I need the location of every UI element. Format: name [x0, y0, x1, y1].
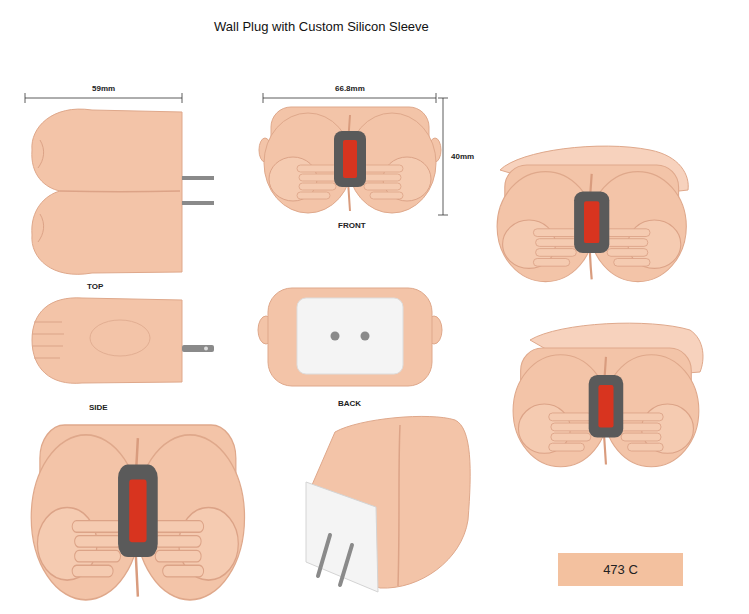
top-view-part [60, 190, 180, 192]
pantone-code: 473 C [603, 562, 638, 577]
back-view-part [268, 288, 432, 386]
top-view [32, 109, 214, 274]
perspective-view-bottom-left-part [31, 425, 244, 600]
dimension-lines [25, 93, 448, 215]
top-view-part [38, 140, 44, 242]
dimension-label: 40mm [451, 152, 474, 161]
top-view-part [32, 109, 182, 274]
perspective-view-bottom-left [31, 425, 244, 600]
side-view-part [90, 320, 150, 356]
dimension-lines-part [263, 93, 436, 103]
view-label: FRONT [338, 221, 366, 230]
back-view [258, 288, 442, 386]
perspective-view-bottom-middle-part [398, 425, 400, 586]
perspective-view-top-right-part [497, 165, 686, 282]
side-view [32, 298, 214, 383]
top-view-part [182, 201, 214, 205]
perspective-view-bottom-middle [306, 416, 470, 592]
dimension-lines-part [25, 93, 182, 103]
back-view-part [297, 298, 403, 374]
top-view-part [182, 176, 214, 180]
side-view-part [32, 298, 182, 383]
side-view-part [32, 322, 64, 358]
side-view-part [204, 347, 208, 351]
perspective-view-top-right [497, 146, 688, 282]
front-view [259, 107, 441, 213]
perspective-view-middle-right [513, 323, 703, 467]
back-view-part [331, 332, 340, 341]
perspective-view-bottom-middle-part [318, 535, 352, 585]
view-label: SIDE [89, 403, 108, 412]
side-view-part [182, 345, 214, 352]
view-label: BACK [338, 399, 361, 408]
color-swatch: 473 C [558, 553, 683, 586]
back-view-part [361, 332, 370, 341]
perspective-view-middle-right-part [513, 348, 699, 467]
view-label: TOP [87, 282, 103, 291]
dimension-label: 59mm [92, 84, 115, 93]
dimension-label: 66.8mm [335, 84, 365, 93]
perspective-view-bottom-middle-part [306, 482, 378, 592]
sheet-title: Wall Plug with Custom Silicon Sleeve [214, 20, 429, 35]
front-view-part [264, 107, 436, 213]
